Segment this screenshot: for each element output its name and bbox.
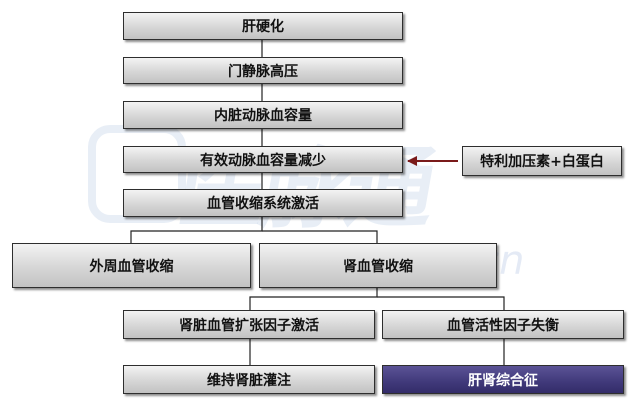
node-hepatorenal-syndrome: 肝肾综合征 xyxy=(382,365,624,394)
connector-vasoconstrictor-branch xyxy=(130,217,263,243)
connector-vasoconstrictor-renal xyxy=(262,230,378,243)
node-vasoactive-imbalance: 血管活性因子失衡 xyxy=(382,310,624,339)
node-renal-vasoconstriction: 肾血管收缩 xyxy=(259,243,497,288)
node-effective-volume-decrease: 有效动脉血容量减少 xyxy=(123,146,403,173)
connector-renal-right xyxy=(377,296,505,310)
node-portal-hypertension: 门静脉高压 xyxy=(123,57,403,84)
node-maintain-renal-perfusion: 维持肾脏灌注 xyxy=(123,365,375,394)
node-renal-vasodilator-activation: 肾脏血管扩张因子激活 xyxy=(123,310,375,339)
node-cirrhosis: 肝硬化 xyxy=(123,12,403,40)
node-treatment: 特利加压素+白蛋白 xyxy=(462,146,622,176)
node-vasoconstrictor-activation: 血管收缩系统激活 xyxy=(123,189,403,217)
connector-renal-branch xyxy=(249,288,378,310)
node-peripheral-vasoconstriction: 外周血管收缩 xyxy=(12,243,251,288)
node-splanchnic-volume: 内脏动脉血容量 xyxy=(123,101,403,129)
